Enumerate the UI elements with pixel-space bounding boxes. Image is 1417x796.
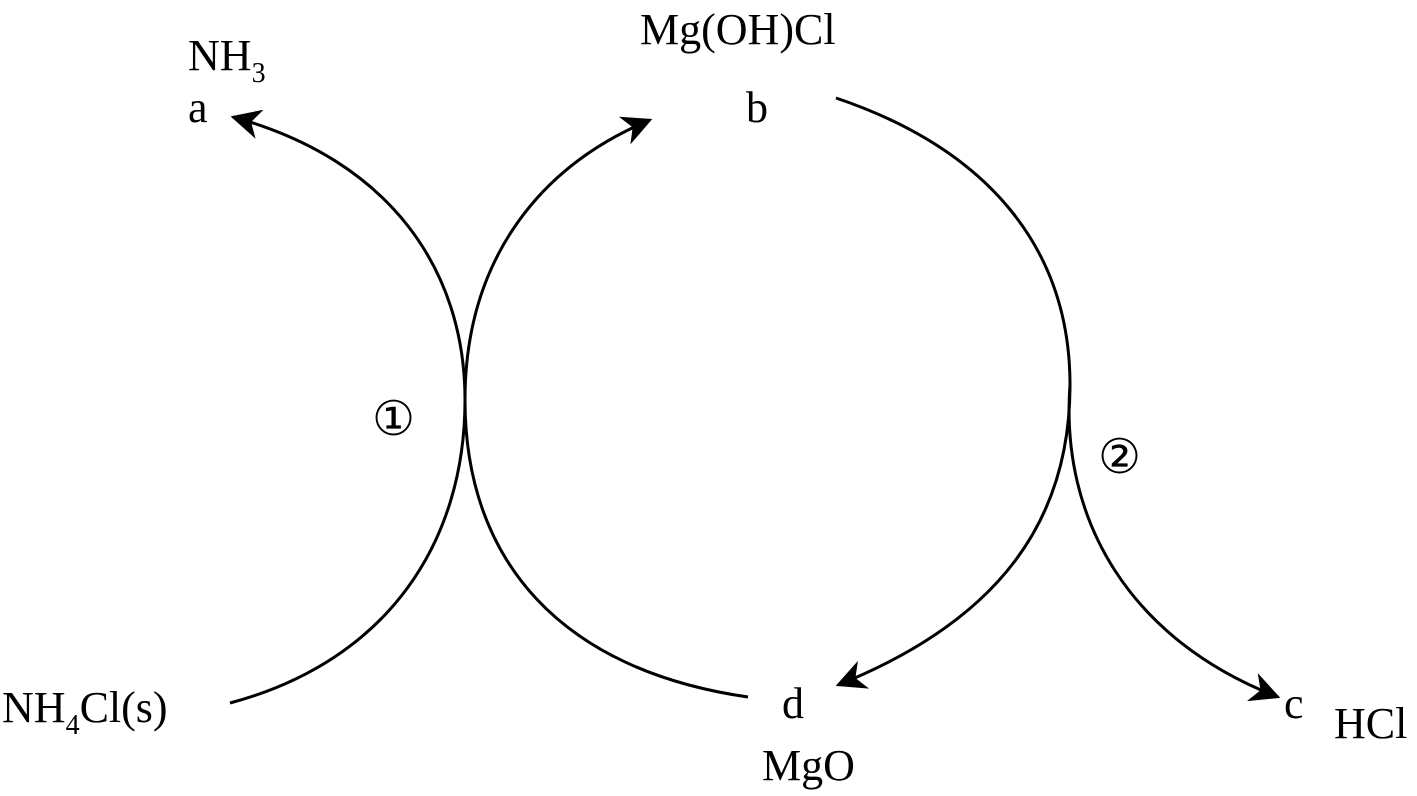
formula-hcl: HCl (1334, 699, 1408, 748)
formula-mgohcl: Mg(OH)Cl (640, 5, 836, 54)
node-label-d: d (782, 679, 804, 728)
formula-nh4cl: NH4Cl(s) (2, 686, 168, 740)
arc-mgohcl-right (835, 96, 1072, 386)
formula-nh4cl-subscript: 4 (65, 710, 80, 741)
formula-nh3-main: NH (188, 31, 252, 80)
arrow-mgo-to-mgohcl (463, 116, 749, 699)
step-marker-1: ① (372, 393, 416, 446)
arrow-mgohcl-to-hcl (1067, 384, 1281, 702)
formula-nh3: NH3 (188, 34, 266, 88)
step-marker-2: ② (1098, 431, 1142, 484)
arrow-nh4cl-to-nh3 (229, 109, 467, 705)
node-label-c: c (1284, 679, 1304, 728)
formula-nh3-subscript: 3 (251, 58, 266, 89)
formula-nh4cl-tail: Cl(s) (79, 683, 168, 732)
formula-mgo: MgO (762, 741, 855, 790)
formula-nh4cl-main: NH (2, 683, 66, 732)
node-label-b: b (746, 83, 768, 132)
arrow-mgohcl-to-mgo (835, 384, 1072, 689)
node-label-a: a (188, 83, 208, 132)
